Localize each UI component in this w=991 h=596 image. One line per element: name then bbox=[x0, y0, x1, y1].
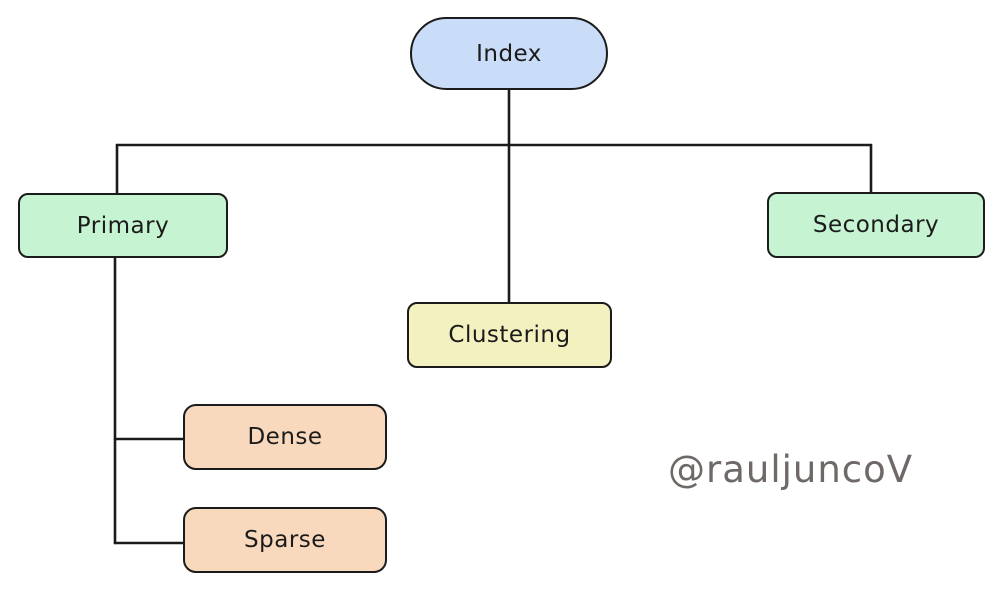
node-sparse-label: Sparse bbox=[244, 527, 326, 553]
node-primary: Primary bbox=[18, 193, 228, 258]
node-dense: Dense bbox=[183, 404, 387, 470]
node-clustering-label: Clustering bbox=[448, 322, 571, 348]
node-clustering: Clustering bbox=[407, 302, 612, 368]
node-dense-label: Dense bbox=[247, 424, 323, 450]
watermark: @rauljuncoV bbox=[668, 448, 914, 491]
node-primary-label: Primary bbox=[76, 212, 170, 239]
node-secondary-label: Secondary bbox=[812, 212, 940, 238]
node-secondary: Secondary bbox=[767, 192, 985, 258]
node-index-label: Index bbox=[476, 40, 542, 67]
node-sparse: Sparse bbox=[183, 507, 387, 573]
node-index: Index bbox=[410, 17, 608, 90]
